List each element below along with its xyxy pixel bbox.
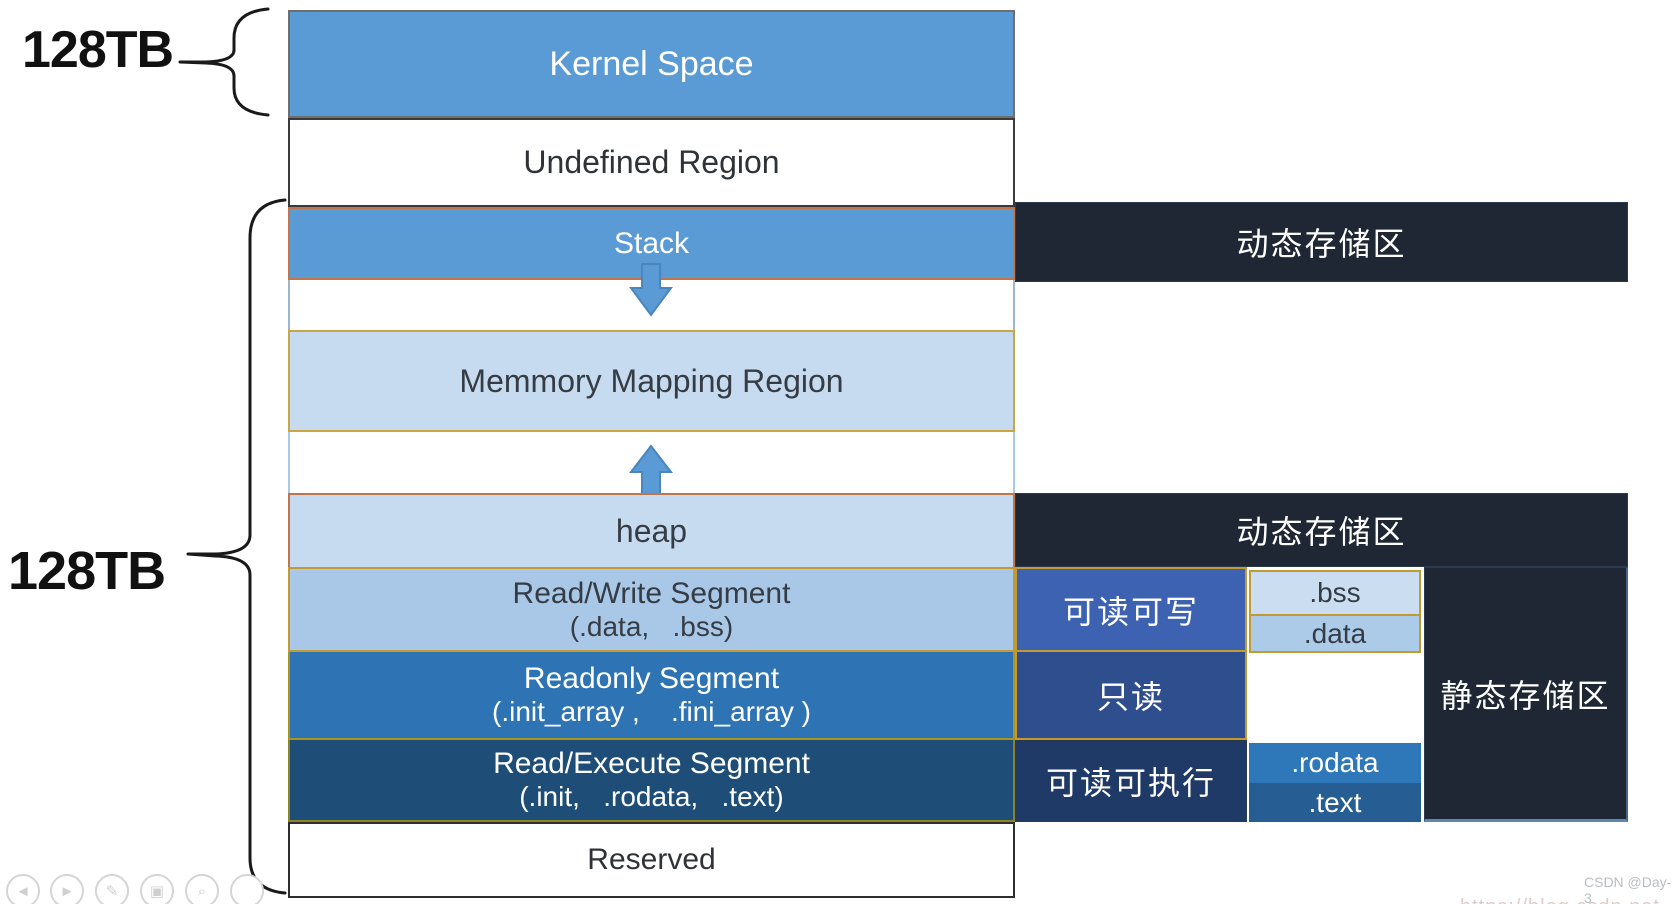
rw-segment-sections: (.data, .bss) <box>569 610 734 642</box>
memory-mapping-region-label: Memmory Mapping Region <box>459 362 844 399</box>
ro-segment-label: Readonly Segment <box>523 662 780 695</box>
rx-segment-label: Read/Execute Segment <box>493 747 810 780</box>
arrow-left-icon: ◄ <box>15 882 31 900</box>
arrow-right-icon: ► <box>59 882 75 900</box>
text-section-label: .text <box>1308 786 1362 818</box>
viewer-next-button[interactable]: ► <box>50 874 84 904</box>
static-storage-label: 静态存储区 <box>1440 677 1611 714</box>
dynamic-storage-panel-top: 动态存储区 <box>1015 202 1628 282</box>
perm-read-only-label: 只读 <box>1096 679 1165 715</box>
dynamic-storage-top-label: 动态存储区 <box>1236 226 1407 262</box>
ro-segment-block: Readonly Segment (.init_array , .fini_ar… <box>288 652 1015 740</box>
dynamic-storage-panel-bottom: 动态存储区 <box>1015 493 1628 567</box>
reserved-label: Reserved <box>587 843 716 876</box>
viewer-prev-button[interactable]: ◄ <box>6 874 40 904</box>
perm-read-write-label: 可读可写 <box>1062 593 1199 630</box>
data-section-cell: .data <box>1249 616 1421 653</box>
stack-block: Stack <box>288 207 1015 280</box>
perm-read-execute-label: 可读可执行 <box>1045 765 1216 801</box>
viewer-zoom-button[interactable]: ⌕ <box>185 874 219 904</box>
stack-label: Stack <box>613 226 690 260</box>
perm-read-write-cell: 可读可写 <box>1015 567 1247 652</box>
csdn-url-watermark: https://blog.csdn.net <box>1100 896 1660 904</box>
bss-section-cell: .bss <box>1249 570 1421 616</box>
stack-growth-gap <box>288 280 1015 330</box>
text-section-cell: .text <box>1249 783 1421 822</box>
csdn-watermark: CSDN @Day-3 <box>1584 874 1672 904</box>
kernel-space-label: Kernel Space <box>549 44 754 83</box>
reserved-block: Reserved <box>288 822 1015 898</box>
undefined-region-label: Undefined Region <box>523 144 780 180</box>
data-section-label: .data <box>1303 617 1367 649</box>
rw-segment-block: Read/Write Segment (.data, .bss) <box>288 567 1015 652</box>
ro-segment-sections: (.init_array , .fini_array ) <box>492 696 811 727</box>
viewer-edit-button[interactable]: ✎ <box>95 874 129 904</box>
static-storage-panel: 静态存储区 <box>1424 567 1628 822</box>
perm-read-only-cell: 只读 <box>1015 652 1247 740</box>
heap-block: heap <box>288 493 1015 567</box>
rw-segment-label: Read/Write Segment <box>512 576 791 610</box>
empty-ro-section-cell <box>1247 653 1423 740</box>
rx-segment-sections: (.init, .rodata, .text) <box>519 781 784 812</box>
perm-read-execute-cell: 可读可执行 <box>1015 740 1247 822</box>
bss-section-label: .bss <box>1309 577 1361 608</box>
rodata-section-label: .rodata <box>1291 747 1379 778</box>
pencil-icon: ✎ <box>105 883 119 900</box>
magnifier-icon: ⌕ <box>197 882 207 900</box>
undefined-region-block: Undefined Region <box>288 118 1015 207</box>
rodata-section-cell: .rodata <box>1249 743 1421 783</box>
image-icon: ▣ <box>149 883 165 900</box>
dynamic-storage-bottom-label: 动态存储区 <box>1236 514 1407 550</box>
heap-growth-gap <box>288 432 1015 493</box>
memory-mapping-region-block: Memmory Mapping Region <box>288 330 1015 432</box>
kernel-size-label: 128TB <box>22 21 174 79</box>
user-size-label: 128TB <box>8 541 166 601</box>
viewer-more-button[interactable] <box>230 874 264 904</box>
heap-label: heap <box>615 512 688 549</box>
rx-segment-block: Read/Execute Segment (.init, .rodata, .t… <box>288 740 1015 822</box>
viewer-image-button[interactable]: ▣ <box>140 874 174 904</box>
kernel-space-block: Kernel Space <box>288 10 1015 118</box>
